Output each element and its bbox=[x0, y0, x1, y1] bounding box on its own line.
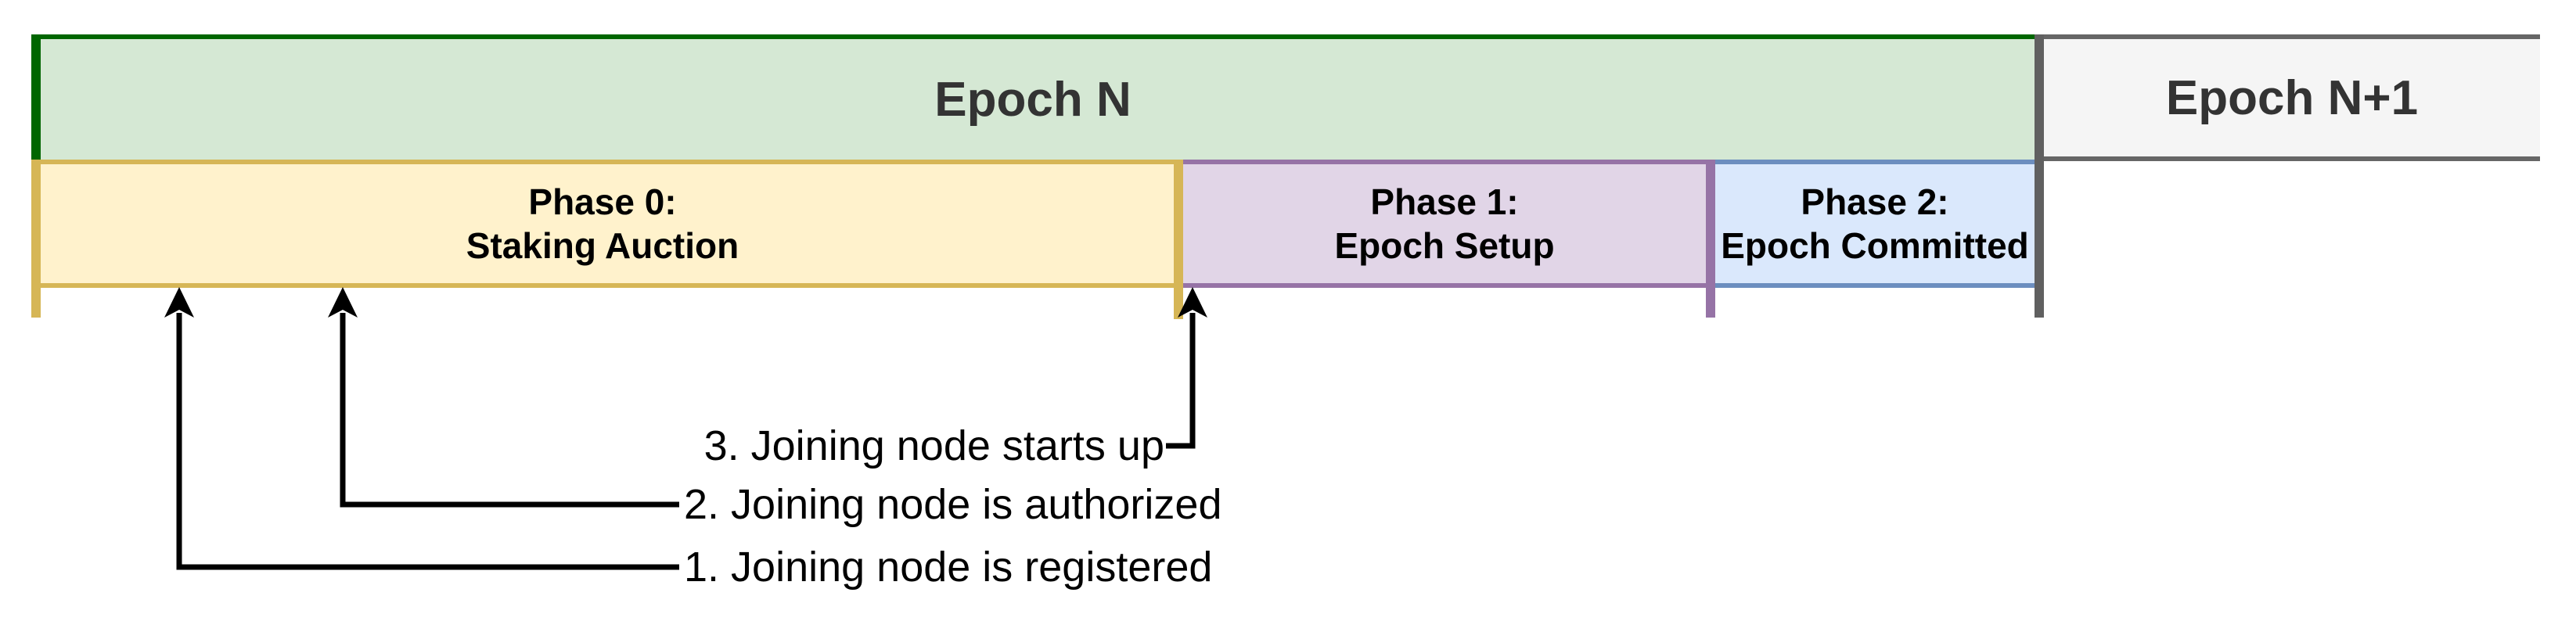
phase-1-epoch-setup-box: Phase 1: Epoch Setup bbox=[1183, 160, 1706, 288]
phase-2-start-marker bbox=[1706, 160, 1715, 318]
event-2-arrowhead bbox=[328, 287, 358, 318]
phase-0-staking-auction-box: Phase 0: Staking Auction bbox=[31, 160, 1174, 288]
event-label-authorized: 2. Joining node is authorized bbox=[684, 481, 1222, 528]
phase-1-start-marker bbox=[1174, 160, 1183, 319]
epoch-n-plus-1-bar: Epoch N+1 bbox=[2044, 34, 2540, 161]
epoch-n-plus-1-start-marker bbox=[2035, 34, 2044, 318]
epoch-n-start-marker bbox=[31, 34, 41, 160]
phase-1-subtitle: Epoch Setup bbox=[1334, 225, 1555, 266]
epoch-n-label: Epoch N bbox=[934, 72, 1131, 127]
epoch-n-plus-1-label: Epoch N+1 bbox=[2165, 70, 2419, 125]
phase-0-title: Phase 0: bbox=[528, 181, 677, 222]
phase-2-epoch-committed-box: Phase 2: Epoch Committed bbox=[1715, 160, 2035, 288]
event-label-registered: 1. Joining node is registered bbox=[684, 544, 1213, 591]
phase-0-start-marker bbox=[31, 160, 41, 318]
event-1-arrowhead bbox=[164, 287, 194, 318]
event-1-connector-line bbox=[176, 313, 679, 570]
epoch-n-bar: Epoch N bbox=[31, 34, 2035, 160]
event-3-connector-line bbox=[1166, 313, 1196, 449]
phase-0-subtitle: Staking Auction bbox=[466, 225, 739, 266]
event-label-starts-up: 3. Joining node starts up bbox=[703, 422, 1164, 469]
phase-2-title: Phase 2: bbox=[1801, 181, 1949, 222]
phase-1-title: Phase 1: bbox=[1370, 181, 1519, 222]
event-2-connector-line bbox=[340, 313, 679, 508]
phase-2-subtitle: Epoch Committed bbox=[1721, 225, 2029, 266]
